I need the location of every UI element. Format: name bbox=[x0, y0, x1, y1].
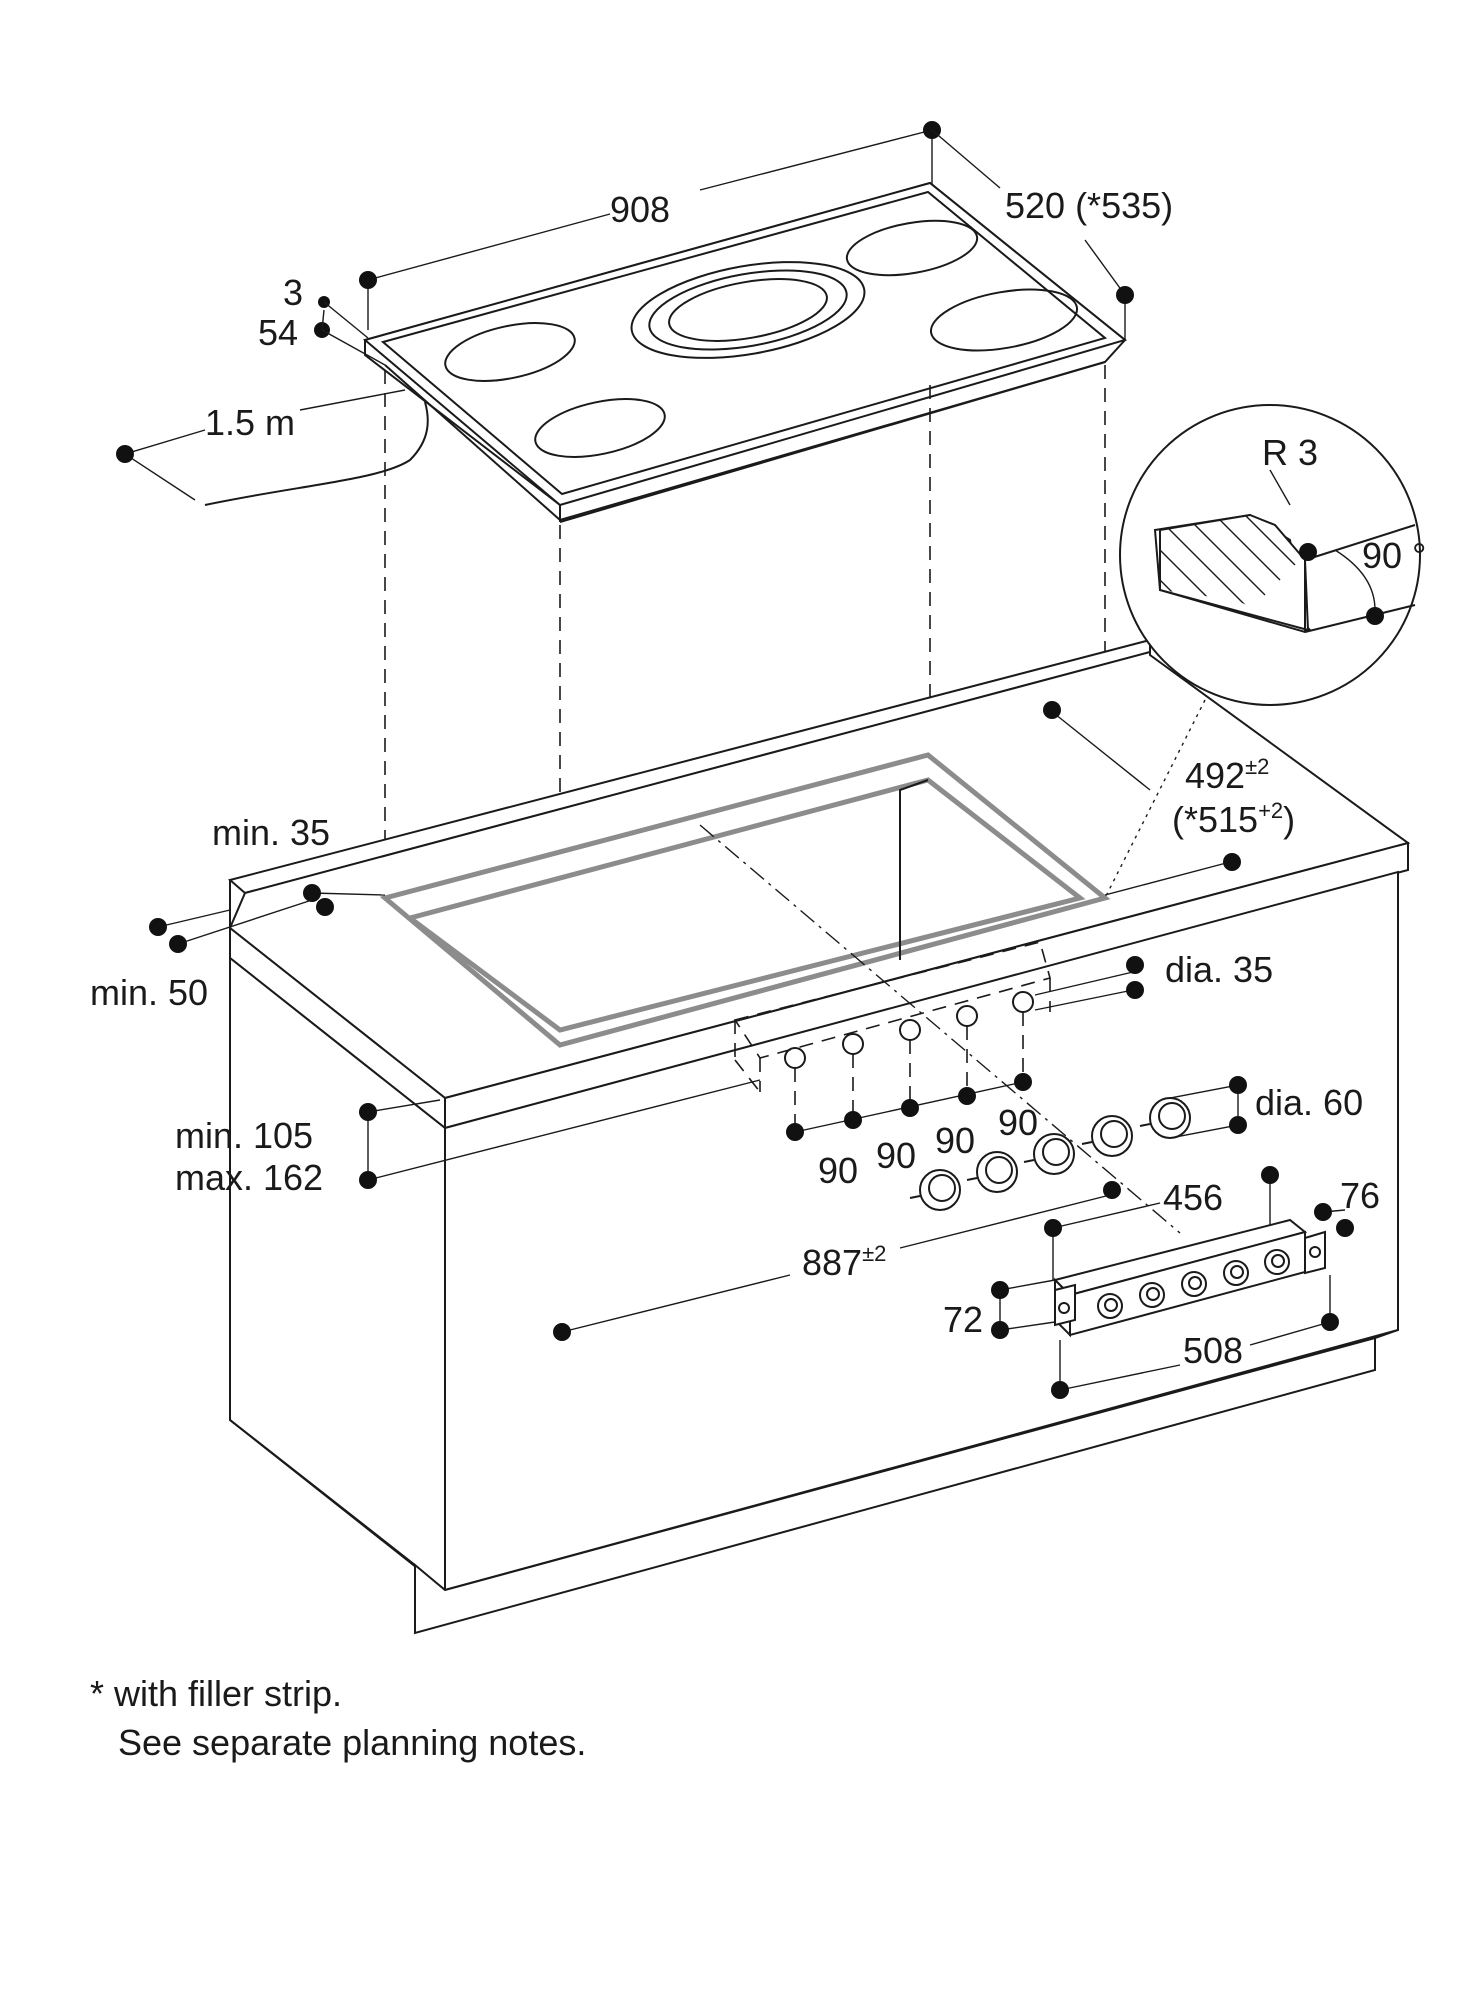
worktop-cabinet bbox=[227, 638, 1411, 1635]
label-pitch-90-d: 90 bbox=[998, 1102, 1038, 1143]
burner-rear-right bbox=[845, 219, 979, 277]
burner-center-wok bbox=[630, 261, 866, 359]
label-515: (*515+2) bbox=[1172, 798, 1295, 840]
dim-dia-60 bbox=[1169, 1076, 1247, 1139]
label-dia-60: dia. 60 bbox=[1255, 1082, 1363, 1123]
dim-492 bbox=[1043, 701, 1241, 896]
label-dia-35: dia. 35 bbox=[1165, 949, 1273, 990]
large-knobs bbox=[909, 1097, 1191, 1211]
label-min-50: min. 50 bbox=[90, 972, 208, 1013]
panel-knobs bbox=[1097, 1249, 1290, 1319]
dim-456 bbox=[1044, 1166, 1279, 1280]
dim-dia-35 bbox=[1034, 956, 1144, 1011]
label-908: 908 bbox=[610, 189, 670, 230]
dim-520 bbox=[931, 129, 1134, 340]
dim-knob-pitch bbox=[786, 1073, 1032, 1141]
control-panel-separate bbox=[1053, 1218, 1326, 1338]
label-90-deg: 90 ° bbox=[1362, 535, 1426, 576]
worktop-cutout bbox=[379, 752, 1181, 1234]
label-72: 72 bbox=[943, 1299, 983, 1340]
label-76: 76 bbox=[1340, 1175, 1380, 1216]
label-min-105: min. 105 bbox=[175, 1115, 313, 1156]
label-pitch-90-a: 90 bbox=[818, 1150, 858, 1191]
control-panel-outline bbox=[733, 941, 1051, 1130]
label-pitch-90-b: 90 bbox=[876, 1135, 916, 1176]
dim-3-54 bbox=[314, 296, 386, 366]
dim-76 bbox=[1314, 1203, 1354, 1237]
dim-min-50 bbox=[149, 899, 313, 953]
knob bbox=[909, 1169, 961, 1211]
footnote-line-1: * with filler strip. bbox=[90, 1673, 343, 1714]
burner-rear-left bbox=[444, 322, 576, 382]
label-pitch-90-c: 90 bbox=[935, 1120, 975, 1161]
knob bbox=[1081, 1115, 1133, 1157]
label-492: 492±2 bbox=[1185, 754, 1269, 796]
label-3: 3 bbox=[283, 272, 303, 313]
dim-72 bbox=[991, 1279, 1056, 1339]
label-r3: R 3 bbox=[1262, 432, 1318, 473]
knob bbox=[966, 1151, 1018, 1193]
footnote-line-2: See separate planning notes. bbox=[118, 1722, 587, 1763]
cooktop bbox=[204, 181, 1128, 523]
knob bbox=[1023, 1133, 1075, 1175]
label-887: 887±2 bbox=[802, 1241, 886, 1283]
label-1-5m: 1.5 m bbox=[205, 402, 295, 443]
burner-front-left bbox=[534, 398, 666, 458]
label-max-162: max. 162 bbox=[175, 1157, 323, 1198]
burner-front-right bbox=[929, 288, 1079, 352]
dim-1-5m bbox=[116, 389, 406, 501]
dim-887 bbox=[553, 1181, 1121, 1341]
dim-508 bbox=[1051, 1275, 1339, 1399]
label-456: 456 bbox=[1163, 1177, 1223, 1218]
label-54: 54 bbox=[258, 312, 298, 353]
label-min-35: min. 35 bbox=[212, 812, 330, 853]
dim-min-35 bbox=[303, 884, 386, 916]
dim-min-105-max-162 bbox=[359, 1079, 761, 1189]
label-508: 508 bbox=[1183, 1330, 1243, 1371]
label-520: 520 (*535) bbox=[1005, 185, 1173, 226]
detail-callout bbox=[1104, 404, 1421, 899]
